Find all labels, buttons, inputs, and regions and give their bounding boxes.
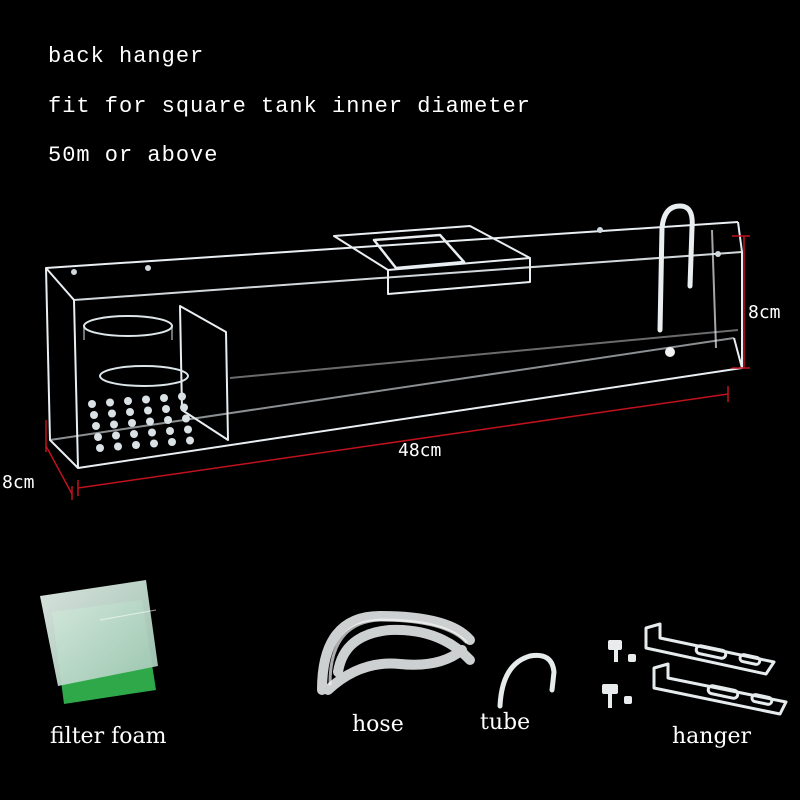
- bio-ball: [108, 409, 116, 418]
- bio-ball: [130, 430, 138, 438]
- bio-ball: [186, 436, 194, 445]
- bio-ball: [124, 397, 132, 405]
- bio-ball: [146, 417, 154, 426]
- bio-ball: [162, 405, 170, 413]
- hanger-image: [644, 622, 788, 716]
- bio-ball: [132, 441, 140, 449]
- bio-ball: [96, 444, 104, 452]
- bio-ball: [150, 439, 158, 448]
- bio-ball: [182, 414, 190, 423]
- length-dimension-label: 48cm: [398, 440, 442, 461]
- bio-ball: [110, 420, 118, 429]
- caption-line-2: fit for square tank inner diameter: [48, 94, 531, 119]
- hose-image: [317, 610, 475, 695]
- hanger-label: hanger: [672, 724, 752, 749]
- bio-ball: [94, 433, 102, 441]
- bio-ball: [128, 419, 136, 427]
- hose-label: hose: [352, 712, 404, 737]
- filter-foam-image: [40, 580, 158, 704]
- u-tube: [657, 203, 695, 333]
- bio-media-grid: [88, 392, 194, 452]
- bio-ball: [166, 427, 174, 435]
- mounting-holes: [71, 227, 721, 357]
- bio-ball: [164, 416, 172, 424]
- height-dimension-label: 8cm: [748, 302, 781, 323]
- bio-ball: [112, 431, 120, 440]
- filter-foam-label: filter foam: [50, 724, 167, 749]
- bio-ball: [160, 394, 168, 402]
- hanger-screws: [602, 640, 636, 708]
- bio-ball: [92, 422, 100, 430]
- caption-line-3: 50m or above: [48, 143, 219, 168]
- bio-ball: [148, 428, 156, 437]
- bio-ball: [88, 400, 96, 408]
- bio-ball: [178, 392, 186, 401]
- caption-line-1: back hanger: [48, 44, 205, 69]
- dimension-lines: [45, 235, 750, 500]
- bio-ball: [144, 406, 152, 415]
- bio-ball: [184, 425, 192, 434]
- tube-image: [497, 652, 557, 709]
- bio-ball: [90, 411, 98, 419]
- bio-ball: [180, 403, 188, 412]
- bio-ball: [168, 438, 176, 446]
- bio-ball: [126, 408, 134, 416]
- filter-rings: [83, 315, 189, 387]
- bio-ball: [142, 395, 150, 404]
- depth-dimension-label: 8cm: [2, 472, 35, 493]
- bio-ball: [106, 398, 114, 407]
- bio-ball: [114, 442, 122, 451]
- acrylic-filter-box: [45, 221, 743, 469]
- tube-label: tube: [480, 710, 531, 735]
